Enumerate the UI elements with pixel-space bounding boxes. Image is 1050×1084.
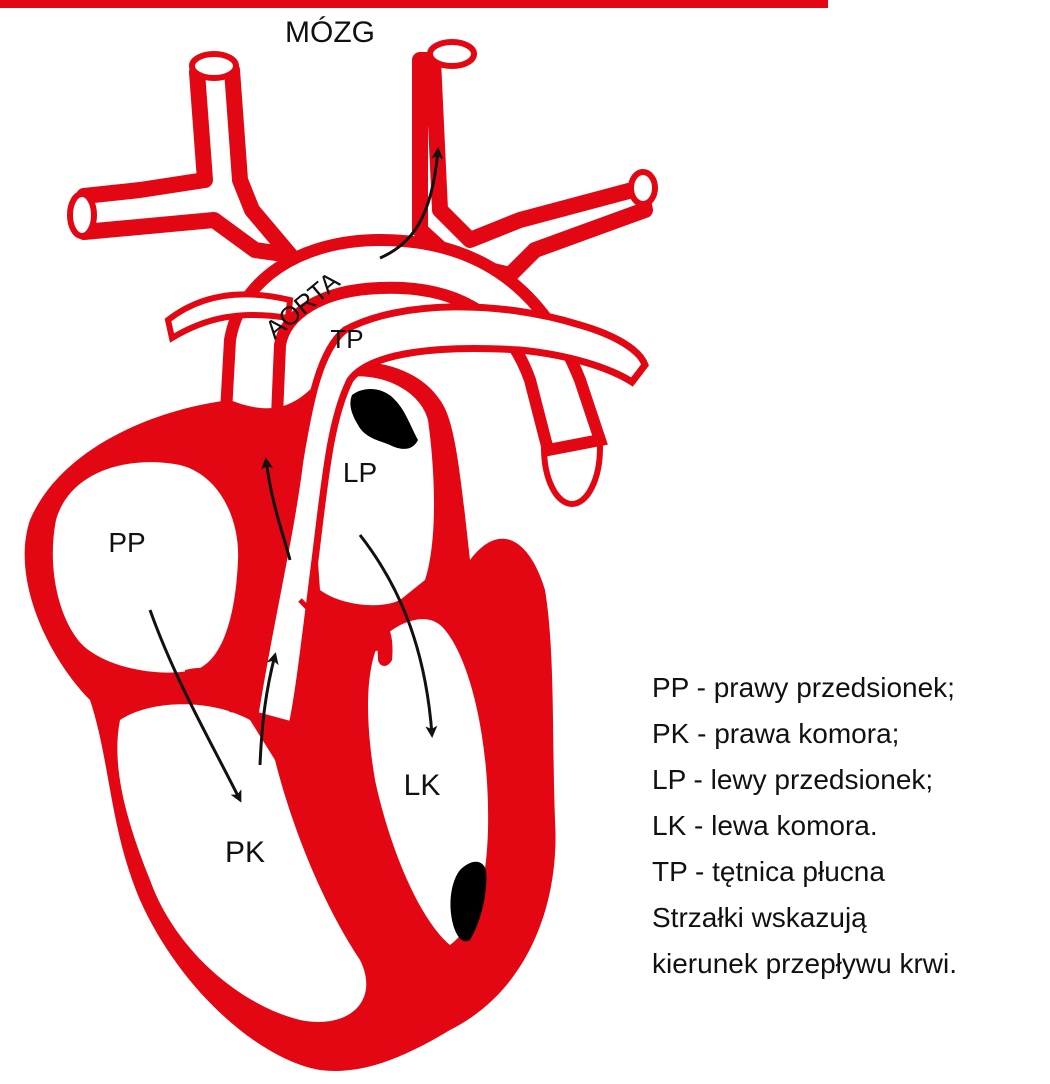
pp-label: PP: [108, 527, 145, 558]
vessel-cap-right: [631, 172, 655, 204]
left-carotid-vessel: [84, 70, 290, 255]
legend-line-pk: PK - prawa komora;: [652, 711, 1042, 757]
legend-line-lk: LK - lewa komora.: [652, 803, 1042, 849]
vessel-cap-left-top: [192, 54, 236, 78]
vessel-cap-right-top: [430, 42, 474, 66]
legend: PP - prawy przedsionek; PK - prawa komor…: [652, 665, 1042, 987]
brain-label: MÓZG: [285, 16, 375, 49]
lk-label: LK: [404, 769, 441, 802]
tp-label: TP: [330, 324, 363, 354]
legend-line-lp: LP - lewy przedsionek;: [652, 757, 1042, 803]
legend-line-pp: PP - prawy przedsionek;: [652, 665, 1042, 711]
lp-label: LP: [343, 457, 377, 488]
vessel-cap-left: [70, 194, 94, 236]
legend-line-flow: kierunek przepływu krwi.: [652, 941, 1042, 987]
pk-label: PK: [225, 836, 265, 869]
right-atrium-chamber: [53, 462, 238, 673]
right-carotid-vessel: [420, 60, 645, 275]
legend-line-arrows: Strzałki wskazują: [652, 895, 1042, 941]
legend-line-tp: TP - tętnica płucna: [652, 849, 1042, 895]
